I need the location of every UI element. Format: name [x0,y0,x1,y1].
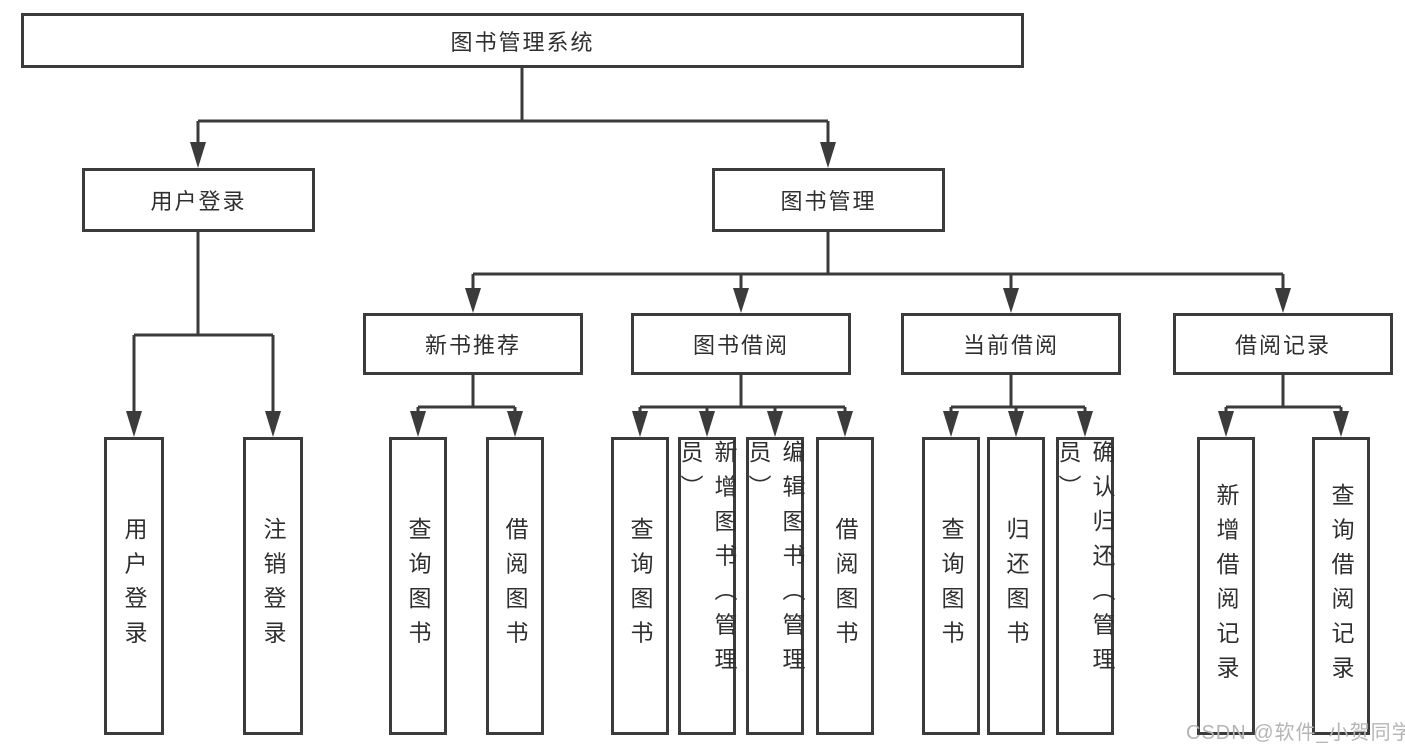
leaf-borrow-query: 查询图书 [611,437,669,735]
leaf-newbooks-query-label: 查询图书 [405,517,431,655]
leaf-borrow-edit-admin: 编辑图书（管理员） [745,437,805,735]
leaf-user-login: 用户登录 [104,437,164,735]
leaf-borrow-add-admin: 新增图书（管理员） [677,437,737,735]
leaf-current-query: 查询图书 [922,437,980,735]
leaf-logout-label: 注销登录 [260,517,286,655]
leaf-current-query-label: 查询图书 [938,517,964,655]
node-book-management-label: 图书管理 [780,189,877,214]
node-root-label: 图书管理系统 [450,29,595,55]
leaf-logout: 注销登录 [243,437,303,735]
leaf-user-login-label: 用户登录 [121,517,147,655]
leaf-records-query-label: 查询借阅记录 [1328,482,1354,690]
leaf-newbooks-query: 查询图书 [389,437,447,735]
node-current-borrow-label: 当前借阅 [962,333,1059,358]
node-root-library-system: 图书管理系统 [21,13,1024,68]
leaf-records-add: 新增借阅记录 [1197,437,1255,735]
node-book-management: 图书管理 [712,168,945,232]
node-borrow-records-label: 借阅记录 [1234,333,1331,358]
node-user-login-label: 用户登录 [150,189,247,214]
node-book-borrow-label: 图书借阅 [692,333,789,358]
leaf-borrow-borrow: 借阅图书 [816,437,874,735]
leaf-current-return: 归还图书 [987,437,1045,735]
leaf-borrow-borrow-label: 借阅图书 [832,517,858,655]
leaf-newbooks-borrow: 借阅图书 [486,437,544,735]
leaf-current-confirm-admin: 确认归还（管理员） [1055,437,1115,735]
node-borrow-records: 借阅记录 [1173,313,1393,375]
node-new-book-recommend-label: 新书推荐 [424,333,521,358]
leaf-borrow-edit-admin-label: 编辑图书（管理员） [745,440,805,682]
leaf-records-query: 查询借阅记录 [1312,437,1370,735]
node-new-book-recommend: 新书推荐 [363,313,583,375]
csdn-watermark: CSDN @软件_小贺同学 [1186,722,1405,744]
leaf-newbooks-borrow-label: 借阅图书 [502,517,528,655]
leaf-records-add-label: 新增借阅记录 [1213,482,1239,690]
leaf-borrow-add-admin-label: 新增图书（管理员） [677,440,737,682]
leaf-current-confirm-admin-label: 确认归还（管理员） [1055,440,1115,682]
node-current-borrow: 当前借阅 [901,313,1121,375]
leaf-borrow-query-label: 查询图书 [627,517,653,655]
leaf-current-return-label: 归还图书 [1003,517,1029,655]
node-user-login: 用户登录 [82,168,315,232]
node-book-borrow: 图书借阅 [631,313,851,375]
